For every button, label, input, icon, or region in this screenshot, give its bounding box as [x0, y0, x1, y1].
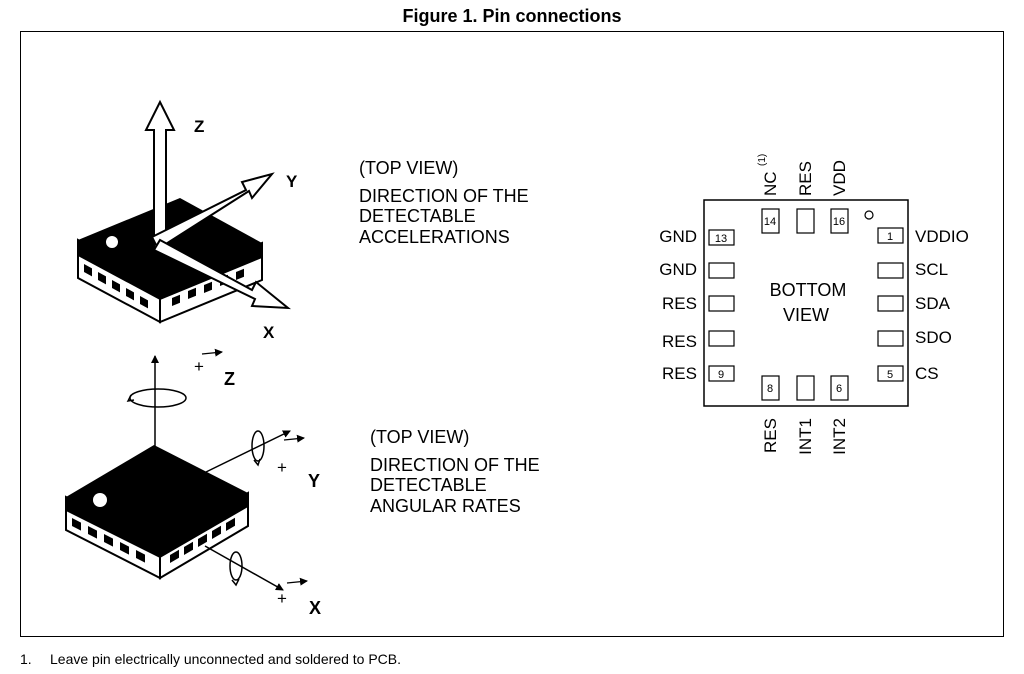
top-pin-labels: NC (1) RES VDD — [757, 154, 849, 196]
gyro-line-2: DETECTABLE — [370, 475, 487, 495]
footnote: 1. Leave pin electrically unconnected and… — [20, 651, 401, 667]
right-pin-labels: VDDIO SCL SDA SDO CS — [915, 227, 969, 383]
pin-label-left-0: GND — [659, 227, 697, 246]
pin-number-1: 1 — [887, 231, 893, 243]
gyro-z-plus: + — [194, 357, 204, 376]
footnote-text: Leave pin electrically unconnected and s… — [50, 651, 401, 667]
pin-label-bottom-1: INT1 — [796, 418, 815, 455]
accel-description: (TOP VIEW) DIRECTION OF THE DETECTABLE A… — [359, 158, 529, 247]
accel-line-1: DIRECTION OF THE — [359, 186, 529, 206]
pin1-marker-icon — [864, 210, 874, 220]
pin-label-top-note: (1) — [757, 154, 768, 166]
pin-number-9: 9 — [718, 369, 724, 381]
gyro-y-axis — [205, 430, 291, 473]
gyro-y-plus: + — [277, 458, 287, 477]
accel-y-arrow — [150, 172, 275, 251]
pin-label-left-4: RES — [662, 364, 697, 383]
pin-label-bottom-2: INT2 — [830, 418, 849, 455]
pin-number-13: 13 — [715, 233, 727, 245]
accel-x-label: X — [263, 323, 275, 342]
accel-line-2: DETECTABLE — [359, 206, 476, 226]
gyro-pin1-dot-icon — [93, 493, 107, 507]
gyro-package — [65, 445, 249, 580]
pin1-dot-icon — [106, 236, 118, 248]
gyro-x-axis — [204, 545, 284, 591]
pin-number-8: 8 — [767, 383, 773, 395]
accel-x-arrow — [152, 238, 292, 310]
pin-label-left-2: RES — [662, 294, 697, 313]
pin-number-16: 16 — [833, 216, 845, 228]
pinout-package: 13 9 1 5 14 16 8 6 BOTTOM VIEW — [703, 199, 909, 407]
pin-label-top-2: VDD — [830, 160, 849, 196]
accel-y-label: Y — [286, 172, 298, 191]
accel-line-3: ACCELERATIONS — [359, 227, 510, 247]
pinout-center-line-1: VIEW — [783, 305, 829, 325]
footnote-number: 1. — [20, 651, 32, 667]
pin-label-left-1: GND — [659, 260, 697, 279]
pin-label-left-3: RES — [662, 332, 697, 351]
gyro-z-label: Z — [224, 369, 235, 389]
gyro-z-axis — [126, 355, 187, 446]
left-pin-labels: GND GND RES RES RES — [659, 227, 697, 383]
gyro-x-plus: + — [277, 589, 287, 608]
pin-label-right-1: SCL — [915, 260, 948, 279]
pin-label-right-3: SDO — [915, 328, 952, 347]
accel-z-label: Z — [194, 117, 204, 136]
pin-number-6: 6 — [836, 383, 842, 395]
pin-number-5: 5 — [887, 369, 893, 381]
pin-label-right-4: CS — [915, 364, 939, 383]
pinout-center-line-0: BOTTOM — [770, 280, 847, 300]
gyro-line-3: ANGULAR RATES — [370, 496, 521, 516]
gyro-y-label: Y — [308, 471, 320, 491]
gyro-line-0: (TOP VIEW) — [370, 427, 469, 447]
pin-label-top-0: NC — [761, 171, 780, 196]
gyro-description: (TOP VIEW) DIRECTION OF THE DETECTABLE A… — [370, 427, 540, 516]
bottom-pin-labels: RES INT1 INT2 — [761, 418, 849, 455]
pin-label-bottom-0: RES — [761, 418, 780, 453]
pin-label-top-1: RES — [796, 161, 815, 196]
accel-z-arrow — [144, 99, 176, 249]
gyro-x-label: X — [309, 598, 321, 618]
gyro-line-1: DIRECTION OF THE — [370, 455, 540, 475]
accel-line-0: (TOP VIEW) — [359, 158, 458, 178]
pin-number-14: 14 — [764, 216, 776, 228]
accel-package — [77, 198, 263, 324]
figure-frame — [20, 31, 1004, 637]
pin-label-right-0: VDDIO — [915, 227, 969, 246]
figure-title: Figure 1. Pin connections — [402, 6, 622, 26]
pin-label-right-2: SDA — [915, 294, 951, 313]
